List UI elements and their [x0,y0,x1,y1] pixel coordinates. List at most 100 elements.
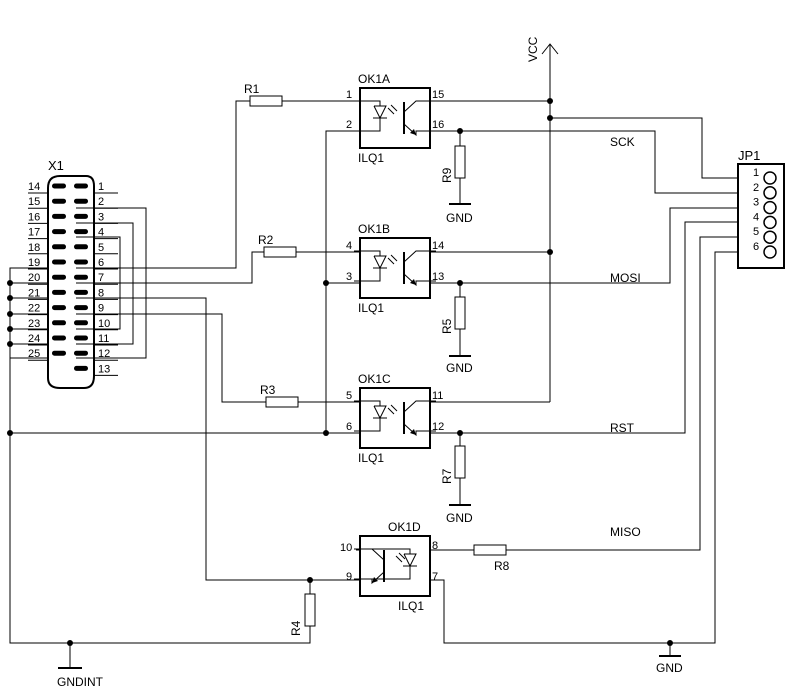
connector-pin-label: 11 [98,333,109,345]
opto-body [359,387,431,449]
pin-number: 7 [432,571,438,583]
connector-pin [52,274,66,280]
light-arrow [387,257,395,265]
resistor-label: R9 [440,167,454,183]
header-pin [763,245,777,259]
pin-number: 16 [432,119,444,131]
led-wire [374,100,381,106]
header-pin-label: 4 [753,211,759,223]
light-arrow [387,407,395,415]
transistor-collector [403,100,436,113]
connector-pin [52,183,66,189]
connector-body [47,175,95,389]
wire-r3-in [76,313,266,403]
emitter-arrow [372,577,378,583]
connector-pin [52,335,66,341]
pin-number: 3 [346,271,352,283]
connector-pin [74,198,88,204]
connector-pin [74,320,88,326]
opto-label: OK1C [358,372,391,386]
opto-body [359,535,431,597]
resistor-label: R1 [244,82,260,96]
net-label: MOSI [610,271,641,285]
wire-ok1d-pin9 [76,297,360,581]
connector-label: X1 [48,158,64,173]
connector-pin-label: 23 [28,318,40,330]
light-arrow [395,555,403,563]
connector-pin [74,259,88,265]
opto-body [359,237,431,299]
connector-pin-label: 22 [28,303,40,315]
optocoupler-ok1b [354,237,436,299]
pin-number: 13 [432,271,444,283]
transistor-emitter [403,273,436,287]
junction-dot [323,430,329,436]
resistor-label: R8 [494,559,510,573]
header-pin [763,215,777,230]
opto-part: ILQ1 [358,451,384,465]
led-wire [374,566,411,580]
resistor-r4: R4 [289,577,316,636]
pin-number: 14 [432,240,444,252]
wire-pin4-bus [76,236,121,330]
gnd-label: GND [446,211,473,225]
light-arrow [398,552,406,560]
connector-pin [52,289,66,295]
connector-pin [52,350,66,356]
header-pin [763,230,777,244]
resistor-label: R4 [289,620,303,636]
vcc-rail: VCC [430,36,738,403]
resistor-body [473,544,507,556]
header-pin-label: 1 [753,167,759,179]
transistor-collector [403,400,436,413]
resistor-label: R7 [440,468,454,484]
wire-vcc-jp1 [550,117,738,179]
wire-cathode-bus [325,130,360,433]
resistor-r2: R2 [258,233,360,258]
resistor-body [454,445,466,479]
connector-pin-label: 2 [98,196,104,208]
connector-pin [74,274,88,280]
resistor-label: R5 [440,318,454,334]
header-pin-label: 2 [753,182,759,194]
wire-gnd-jp1 [430,251,738,644]
led-wire [374,418,381,432]
opto-label: OK1A [358,72,390,86]
pin-number: 4 [346,240,352,252]
opto-body [359,87,431,149]
connector-pin-label: 8 [98,287,104,299]
resistor-body [249,95,283,107]
pin-number: 11 [432,390,443,402]
resistor-body [265,396,299,408]
connector-pin-label: 18 [28,242,40,254]
junction-dot [7,326,13,332]
pin-number: 6 [346,421,352,433]
led-wire [374,268,381,282]
connector-pin-label: 10 [98,318,110,330]
connector-pin [52,229,66,235]
wire-miso [506,236,738,551]
light-arrow [390,254,398,262]
resistor-body [263,246,297,258]
net-mosi: MOSI GND R5 [430,207,738,375]
header-pin [763,186,777,200]
connector-pin-label: 25 [28,348,40,360]
optocoupler-ok1a [354,87,436,149]
net-label: SCK [610,135,635,149]
resistor-r3: R3 [260,383,360,408]
junction-dot [547,249,553,255]
wire-mosi [430,207,738,284]
pin-number: 5 [346,390,352,402]
led-wire [374,250,381,256]
connector-pin [74,213,88,219]
resistor-label: R2 [258,233,274,247]
transistor-emitter [403,423,436,437]
connector-pin-label: 14 [28,181,40,193]
header-pin-label: 3 [753,197,759,209]
connector-pin-label: 12 [98,348,110,360]
header-body [737,163,785,269]
